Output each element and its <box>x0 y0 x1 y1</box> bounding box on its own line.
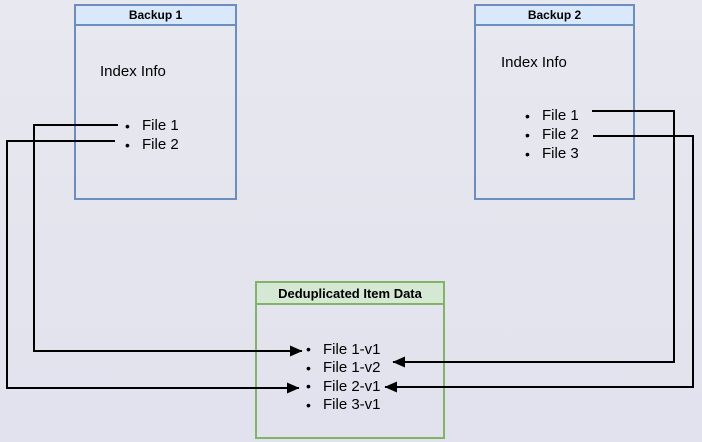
file-label: File 2 <box>142 136 179 153</box>
bullet-icon: • <box>525 107 530 124</box>
backup1-title: Backup 1 <box>76 6 235 26</box>
dedup-title: Deduplicated Item Data <box>257 283 443 305</box>
dedup-item-list: • File 1-v1 • File 1-v2 • File 2-v1 • File 3-v1 <box>301 340 381 414</box>
file-label: File 1 <box>542 107 579 124</box>
backup1-file-list: • File 1 • File 2 <box>120 116 179 154</box>
bullet-icon: • <box>306 378 311 395</box>
bullet-icon: • <box>306 359 311 376</box>
list-item: • File 1 <box>520 106 579 125</box>
backup2-index-info-label: Index Info <box>501 54 567 71</box>
list-item: • File 3-v1 <box>301 396 381 415</box>
file-label: File 1-v1 <box>323 340 381 358</box>
file-label: File 2 <box>542 126 579 143</box>
backup2-box: Backup 2 Index Info • File 1 • File 2 • File … <box>474 4 635 200</box>
file-label: File 3 <box>542 145 579 162</box>
file-label: File 1 <box>142 117 179 134</box>
bullet-icon: • <box>306 396 311 413</box>
bullet-icon: • <box>525 126 530 143</box>
list-item: • File 2-v1 <box>301 377 381 396</box>
file-label: File 1-v2 <box>323 359 381 377</box>
bullet-icon: • <box>306 341 311 358</box>
dedup-box: Deduplicated Item Data • File 1-v1 • File 1… <box>255 281 445 439</box>
file-label: File 3-v1 <box>323 396 381 414</box>
list-item: • File 2 <box>520 125 579 144</box>
backup2-title: Backup 2 <box>476 6 633 26</box>
bullet-icon: • <box>125 117 130 134</box>
list-item: • File 1-v1 <box>301 340 381 359</box>
file-label: File 2-v1 <box>323 377 381 395</box>
bullet-icon: • <box>125 136 130 153</box>
bullet-icon: • <box>525 145 530 162</box>
list-item: • File 1-v2 <box>301 359 381 378</box>
backup1-index-info-label: Index Info <box>100 63 166 80</box>
backup1-box: Backup 1 Index Info • File 1 • File 2 <box>74 4 237 200</box>
backup2-file-list: • File 1 • File 2 • File 3 <box>520 106 579 163</box>
list-item: • File 3 <box>520 144 579 163</box>
list-item: • File 1 <box>120 116 179 135</box>
list-item: • File 2 <box>120 135 179 154</box>
